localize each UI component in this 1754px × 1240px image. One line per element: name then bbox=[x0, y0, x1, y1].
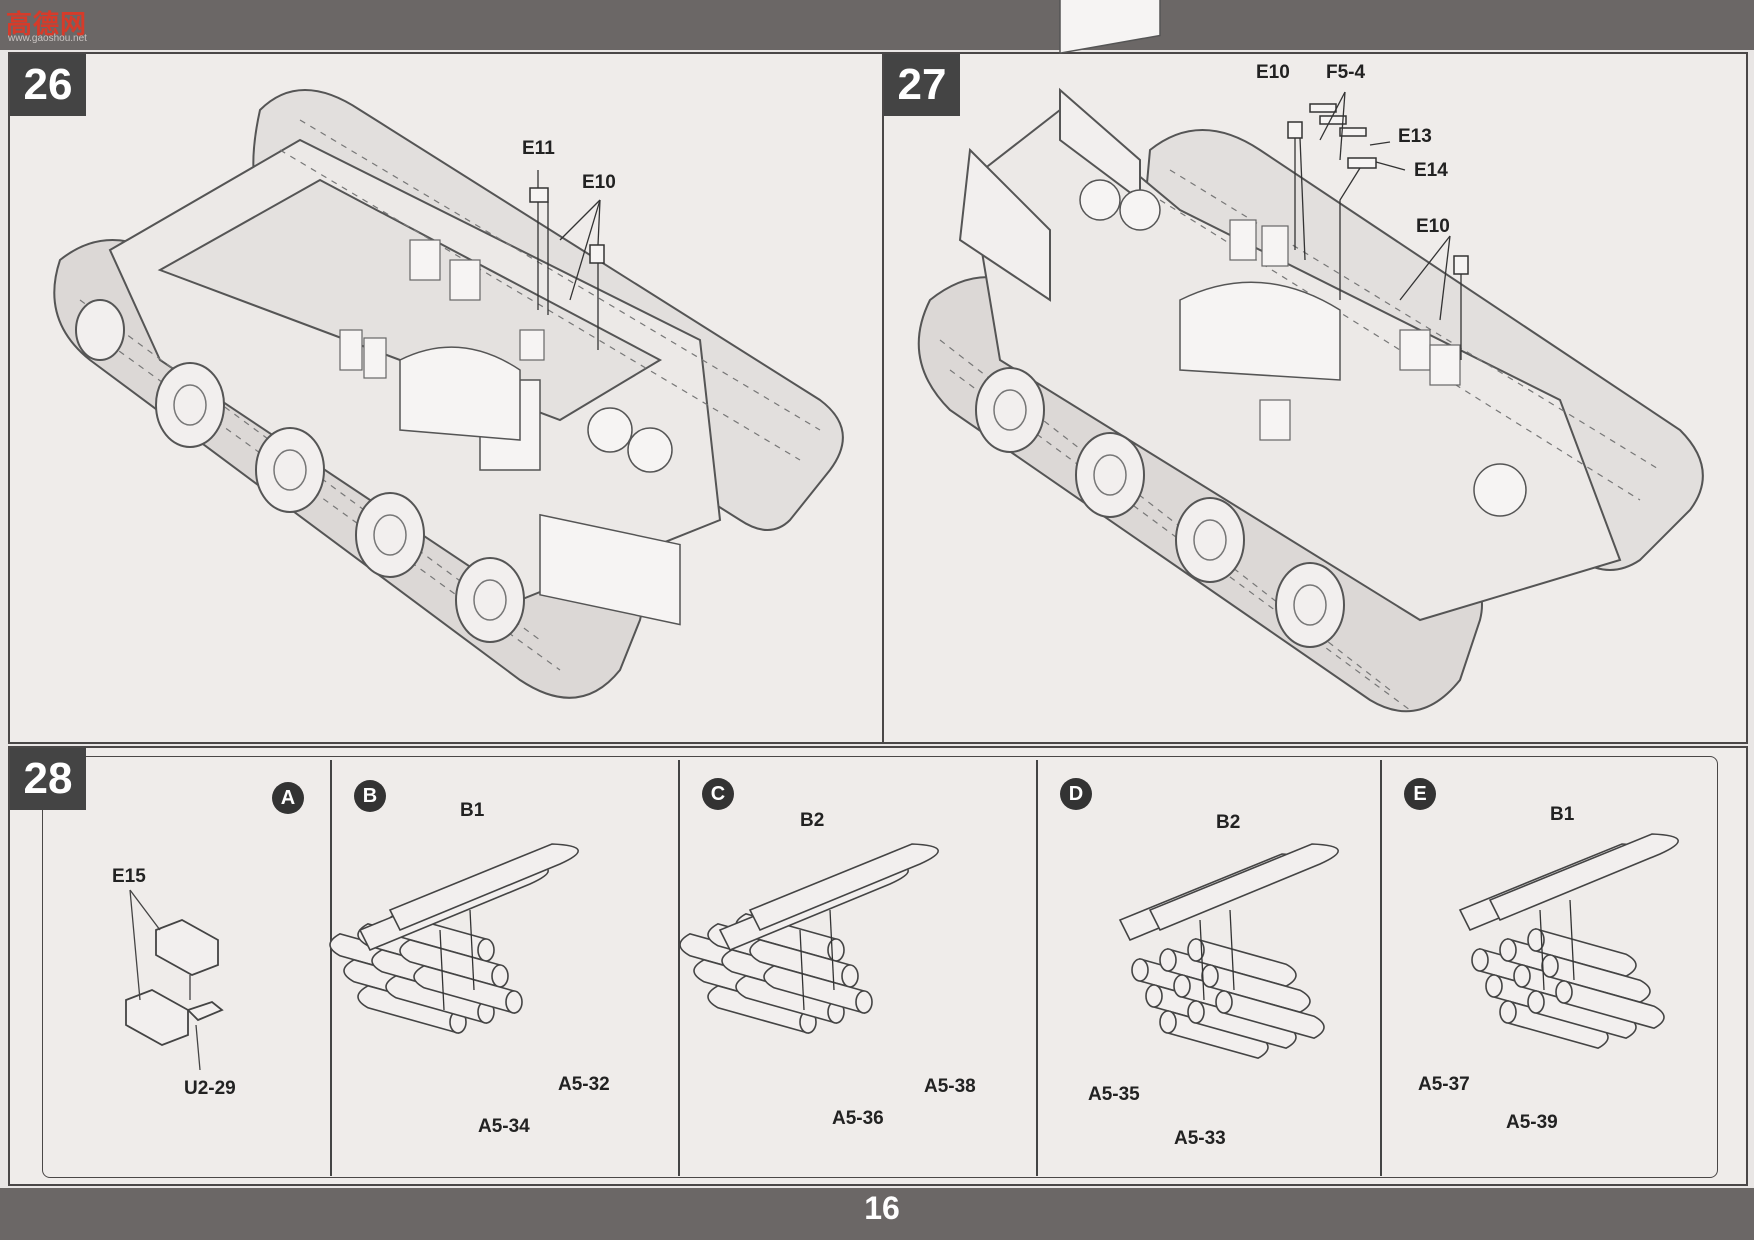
shell-base bbox=[841, 964, 859, 988]
callout-F5-4: F5-4 bbox=[1326, 62, 1366, 83]
site-logo-url: www.gaoshou.net bbox=[8, 33, 87, 44]
callout-A5-34: A5-34 bbox=[478, 1116, 530, 1137]
loose-shell bbox=[388, 843, 579, 932]
callout-A5-38: A5-38 bbox=[924, 1076, 976, 1097]
assembly-arrow bbox=[439, 929, 445, 1011]
shell-base bbox=[505, 990, 523, 1014]
assembly-arrow bbox=[829, 909, 835, 991]
bottom-band bbox=[0, 1188, 1754, 1240]
callout-U2-29: U2-29 bbox=[184, 1078, 236, 1099]
callout-E15: E15 bbox=[112, 866, 146, 887]
shell-base bbox=[1201, 964, 1219, 988]
shell bbox=[749, 938, 851, 989]
shell-base bbox=[1499, 938, 1517, 962]
shell bbox=[1563, 979, 1665, 1030]
ammo-rack bbox=[679, 912, 873, 1035]
callout-A5-39: A5-39 bbox=[1506, 1112, 1558, 1133]
callout-E10: E10 bbox=[582, 172, 616, 193]
assembly-arrow bbox=[1569, 899, 1575, 981]
top-band bbox=[0, 0, 1754, 50]
step-28-number: 28 bbox=[10, 748, 86, 810]
shell bbox=[357, 984, 459, 1035]
callout-A5-33: A5-33 bbox=[1174, 1128, 1226, 1149]
shell-base bbox=[1527, 928, 1545, 952]
shell bbox=[1223, 989, 1325, 1040]
callout-A5-37: A5-37 bbox=[1418, 1074, 1470, 1095]
shell-base bbox=[1499, 1000, 1517, 1024]
shell-base bbox=[477, 938, 495, 962]
shell-base bbox=[827, 938, 845, 962]
shell bbox=[413, 964, 515, 1015]
panel-divider bbox=[1380, 760, 1382, 1176]
callout-A5-36: A5-36 bbox=[832, 1108, 884, 1129]
callout-B2: B2 bbox=[800, 810, 825, 831]
panel-divider bbox=[678, 760, 680, 1176]
shell-base bbox=[1471, 948, 1489, 972]
step-26-number: 26 bbox=[10, 54, 86, 116]
shell-base bbox=[1513, 964, 1531, 988]
shell-base bbox=[1485, 974, 1503, 998]
shell bbox=[735, 974, 837, 1025]
loose-shell bbox=[748, 843, 939, 932]
panel-C-badge: C bbox=[702, 778, 734, 810]
callout-E10: E10 bbox=[1256, 62, 1290, 83]
step-27-number: 27 bbox=[884, 54, 960, 116]
loose-shell bbox=[1488, 833, 1679, 922]
shell bbox=[385, 974, 487, 1025]
callout-B1: B1 bbox=[460, 800, 485, 821]
ammo-rack bbox=[1471, 927, 1665, 1050]
panel-B-badge: B bbox=[354, 780, 386, 812]
shell-base bbox=[1145, 984, 1163, 1008]
shell-base bbox=[1159, 948, 1177, 972]
shell-base bbox=[1555, 980, 1573, 1004]
shell-base bbox=[1541, 954, 1559, 978]
assembly-arrow bbox=[799, 929, 805, 1011]
assembly-arrow bbox=[469, 909, 475, 991]
callout-E13: E13 bbox=[1398, 126, 1432, 147]
assembly-arrow bbox=[1199, 919, 1205, 1001]
shell-base bbox=[1215, 990, 1233, 1014]
panel-divider bbox=[330, 760, 332, 1176]
page-number: 16 bbox=[864, 1190, 900, 1226]
shell-base bbox=[855, 990, 873, 1014]
panel-A-badge: A bbox=[272, 782, 304, 814]
ammo-rack bbox=[1131, 937, 1325, 1060]
loose-shell bbox=[1148, 843, 1339, 932]
assembly-arrow bbox=[1229, 909, 1235, 991]
shell-base bbox=[1527, 990, 1545, 1014]
shell bbox=[707, 984, 809, 1035]
shell-base bbox=[1187, 938, 1205, 962]
panel-divider bbox=[1036, 760, 1038, 1176]
step-28-inner-box bbox=[42, 756, 1718, 1178]
shell bbox=[399, 938, 501, 989]
callout-E14: E14 bbox=[1414, 160, 1448, 181]
callout-A5-32: A5-32 bbox=[558, 1074, 610, 1095]
callout-B2: B2 bbox=[1216, 812, 1241, 833]
shell-base bbox=[1187, 1000, 1205, 1024]
shell-base bbox=[1131, 958, 1149, 982]
site-logo: 高德网 bbox=[6, 9, 88, 39]
panel-E-badge: E bbox=[1404, 778, 1436, 810]
panel-D-badge: D bbox=[1060, 778, 1092, 810]
callout-E10: E10 bbox=[1416, 216, 1450, 237]
shell-base bbox=[1159, 1010, 1177, 1034]
callout-B1: B1 bbox=[1550, 804, 1575, 825]
shell bbox=[763, 964, 865, 1015]
ammo-rack bbox=[329, 912, 523, 1035]
callout-A5-35: A5-35 bbox=[1088, 1084, 1140, 1105]
shell-base bbox=[1173, 974, 1191, 998]
callout-E11: E11 bbox=[522, 138, 555, 159]
shell-base bbox=[491, 964, 509, 988]
assembly-arrow bbox=[1539, 909, 1545, 991]
